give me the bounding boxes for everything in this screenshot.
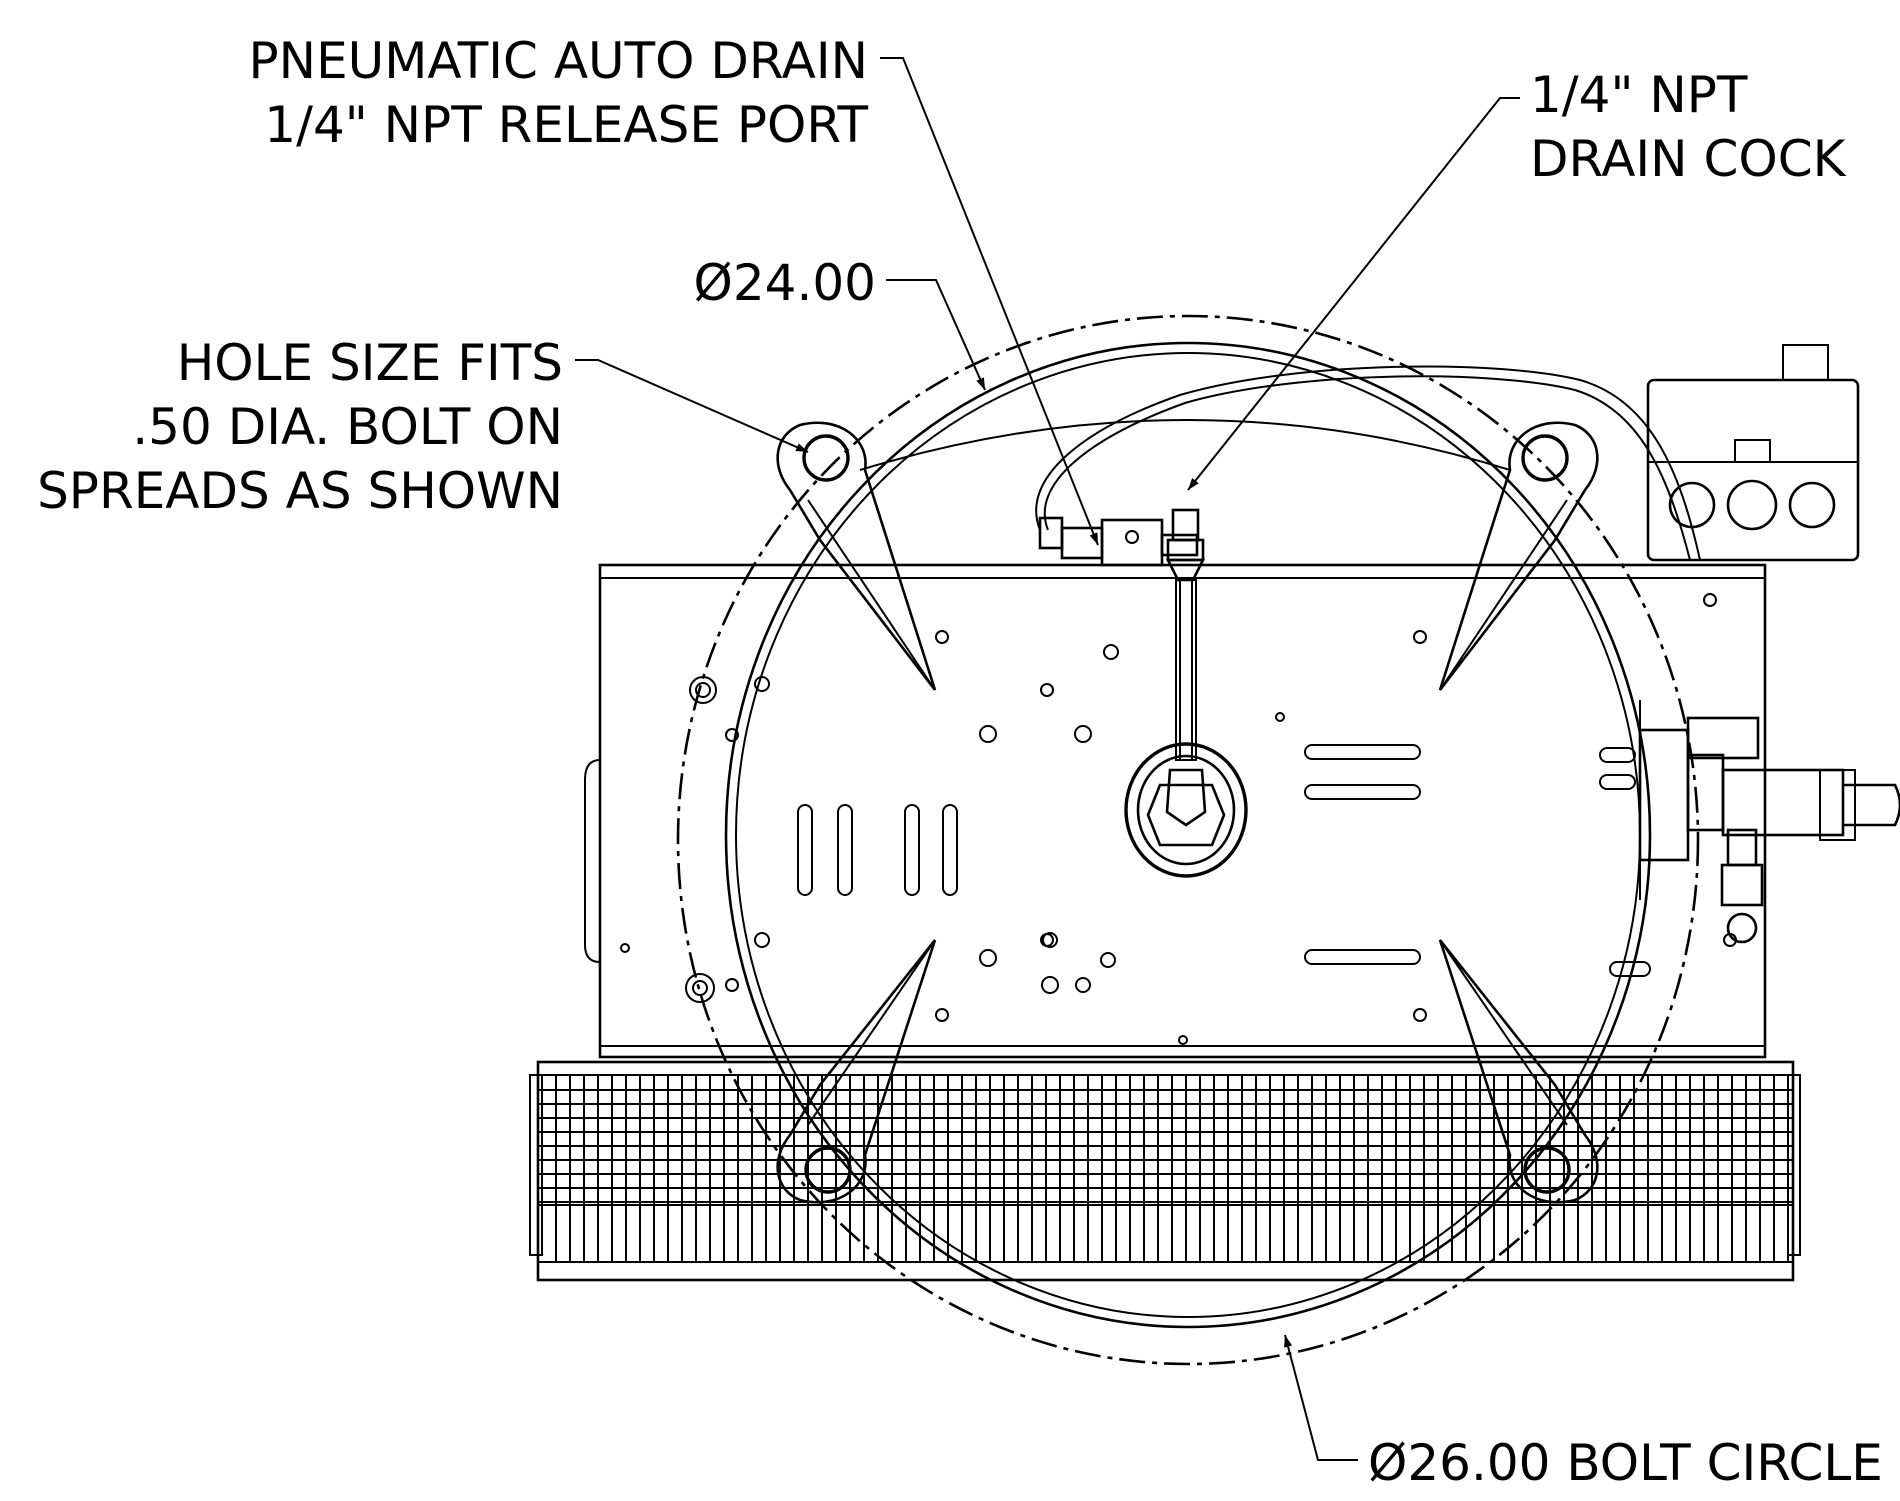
fan-guard-grille [529, 1060, 1801, 1282]
callout-hole-size-line2: .50 DIA. BOLT ON [132, 398, 563, 456]
leader-drain-cock [1187, 97, 1520, 491]
bolt-hole-bottom-left [804, 1146, 852, 1194]
callout-diameter-24: Ø24.00 [694, 254, 877, 312]
leader-lines [575, 57, 1520, 1461]
callout-hole-size-line1: HOLE SIZE FITS [177, 334, 563, 392]
bolt-hole-top-left [802, 434, 850, 482]
bolt-hole-bottom-right [1523, 1146, 1571, 1194]
leader-hole-size [575, 359, 809, 453]
bolt-hole-top-right [1521, 434, 1569, 482]
callout-auto-drain-line2: 1/4" NPT RELEASE PORT [264, 96, 868, 154]
auto-drain-valve [1038, 516, 1199, 567]
callout-hole-size-line3: SPREADS AS SHOWN [37, 462, 563, 520]
leader-auto-drain [880, 57, 1099, 546]
control-box [1646, 344, 1860, 562]
hanger-spreads [776, 419, 1599, 1204]
solenoid-valve [1638, 700, 1900, 944]
callout-text: PNEUMATIC AUTO DRAIN 1/4" NPT RELEASE PO… [37, 32, 1883, 1492]
callout-bolt-circle: Ø26.00 BOLT CIRCLE [1368, 1434, 1883, 1492]
callout-drain-cock-line1: 1/4" NPT [1530, 66, 1748, 124]
piping-loop [1035, 365, 1701, 561]
leader-diameter-24 [886, 279, 986, 391]
leader-bolt-circle [1284, 1334, 1358, 1461]
callout-auto-drain-line1: PNEUMATIC AUTO DRAIN [249, 32, 868, 90]
bolt-circle-outline [676, 314, 1700, 1366]
drain-cock-assembly [1124, 508, 1248, 878]
callout-drain-cock-line2: DRAIN COCK [1530, 130, 1847, 188]
